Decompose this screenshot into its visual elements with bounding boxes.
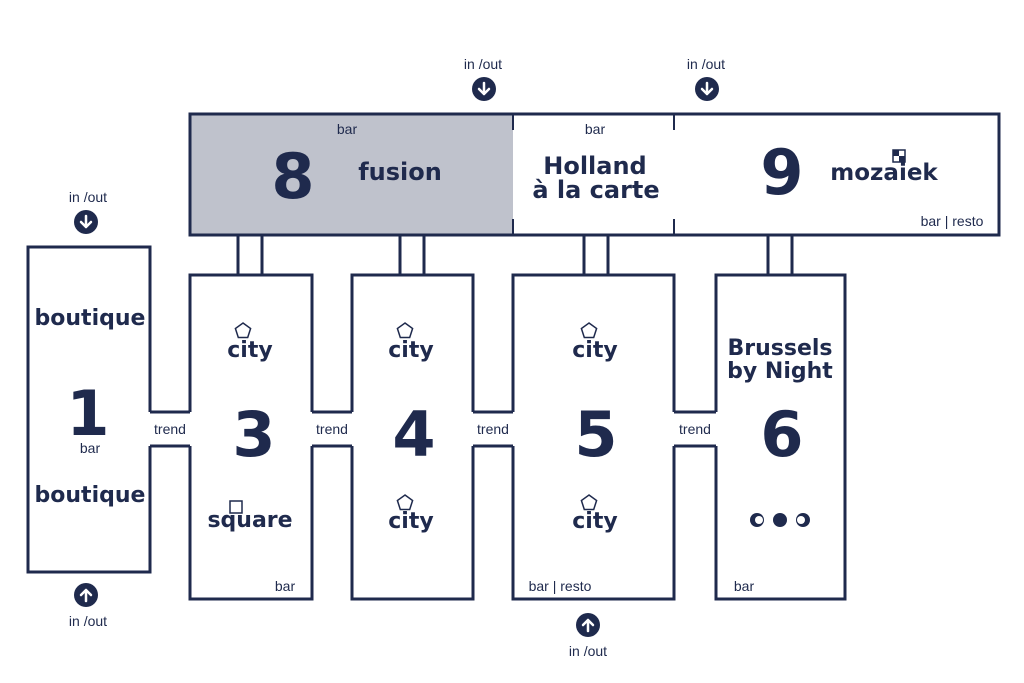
room-8-number: 8: [271, 140, 314, 213]
room-8-brand: fusion: [358, 158, 442, 186]
arrow-down-circle-icon[interactable]: [695, 77, 719, 101]
top-band-outline: [188, 112, 1001, 237]
room-8-bar-label: bar: [337, 121, 358, 137]
entrance-room1-top-label: in /out: [69, 189, 107, 205]
room-6-brand-line2: by Night: [727, 359, 833, 384]
room-4-brand-bottom: city: [388, 509, 433, 534]
square-icon: [229, 500, 243, 514]
entrance-room1-bottom-label: in /out: [69, 613, 107, 629]
entrance-top-9-label: in /out: [687, 56, 725, 72]
holland-bar-label: bar: [585, 121, 606, 137]
trend-label-1-3: trend: [154, 421, 186, 437]
arrow-up-circle-icon[interactable]: [74, 583, 98, 607]
entrance-top-8-label: in /out: [464, 56, 502, 72]
arrow-down-circle-icon[interactable]: [74, 210, 98, 234]
pentagon-icon: [396, 494, 414, 511]
room-9-bar-resto-label: bar | resto: [921, 213, 984, 229]
trend-label-4-5: trend: [477, 421, 509, 437]
trend-label-5-6: trend: [679, 421, 711, 437]
checker-icon: [892, 149, 906, 163]
pentagon-icon: [234, 322, 252, 339]
moon-phases-icon: [750, 513, 810, 527]
arrow-up-circle-icon[interactable]: [576, 613, 600, 637]
room-1-bar-label: bar: [80, 440, 101, 456]
room-3-number: 3: [232, 398, 275, 471]
room-9-brand: mozaiek: [830, 160, 938, 186]
entrance-room5-bottom-label: in /out: [569, 643, 607, 659]
room-1-number: 1: [66, 377, 109, 450]
room-3-brand-top: city: [227, 338, 272, 363]
room-8-area[interactable]: [190, 114, 513, 235]
room-5-brand-top: city: [572, 338, 617, 363]
arrow-down-circle-icon[interactable]: [472, 77, 496, 101]
pentagon-icon: [580, 494, 598, 511]
room-3-brand-bottom: square: [207, 508, 292, 533]
room-6-brand-line1: Brussels: [727, 336, 832, 361]
pentagon-icon: [396, 322, 414, 339]
room-5-brand-bottom: city: [572, 509, 617, 534]
trend-passages: [148, 410, 718, 448]
room-4-brand-top: city: [388, 338, 433, 363]
room-1-brand-top: boutique: [35, 306, 146, 331]
holland-brand-line1: Holland: [543, 152, 647, 180]
room-5-number: 5: [574, 398, 617, 471]
room-5-bar-resto-label: bar | resto: [529, 578, 592, 594]
room-6-number: 6: [760, 398, 803, 471]
room-1-brand-bottom: boutique: [35, 483, 146, 508]
connector-walls: [190, 235, 845, 277]
room-4-number: 4: [392, 398, 435, 471]
room-3-bar-label: bar: [275, 578, 296, 594]
room-6-bar-label: bar: [734, 578, 755, 594]
pentagon-icon: [580, 322, 598, 339]
trend-label-3-4: trend: [316, 421, 348, 437]
holland-brand-line2: à la carte: [532, 176, 659, 204]
room-9-number: 9: [760, 136, 803, 209]
room-1[interactable]: [26, 245, 152, 574]
